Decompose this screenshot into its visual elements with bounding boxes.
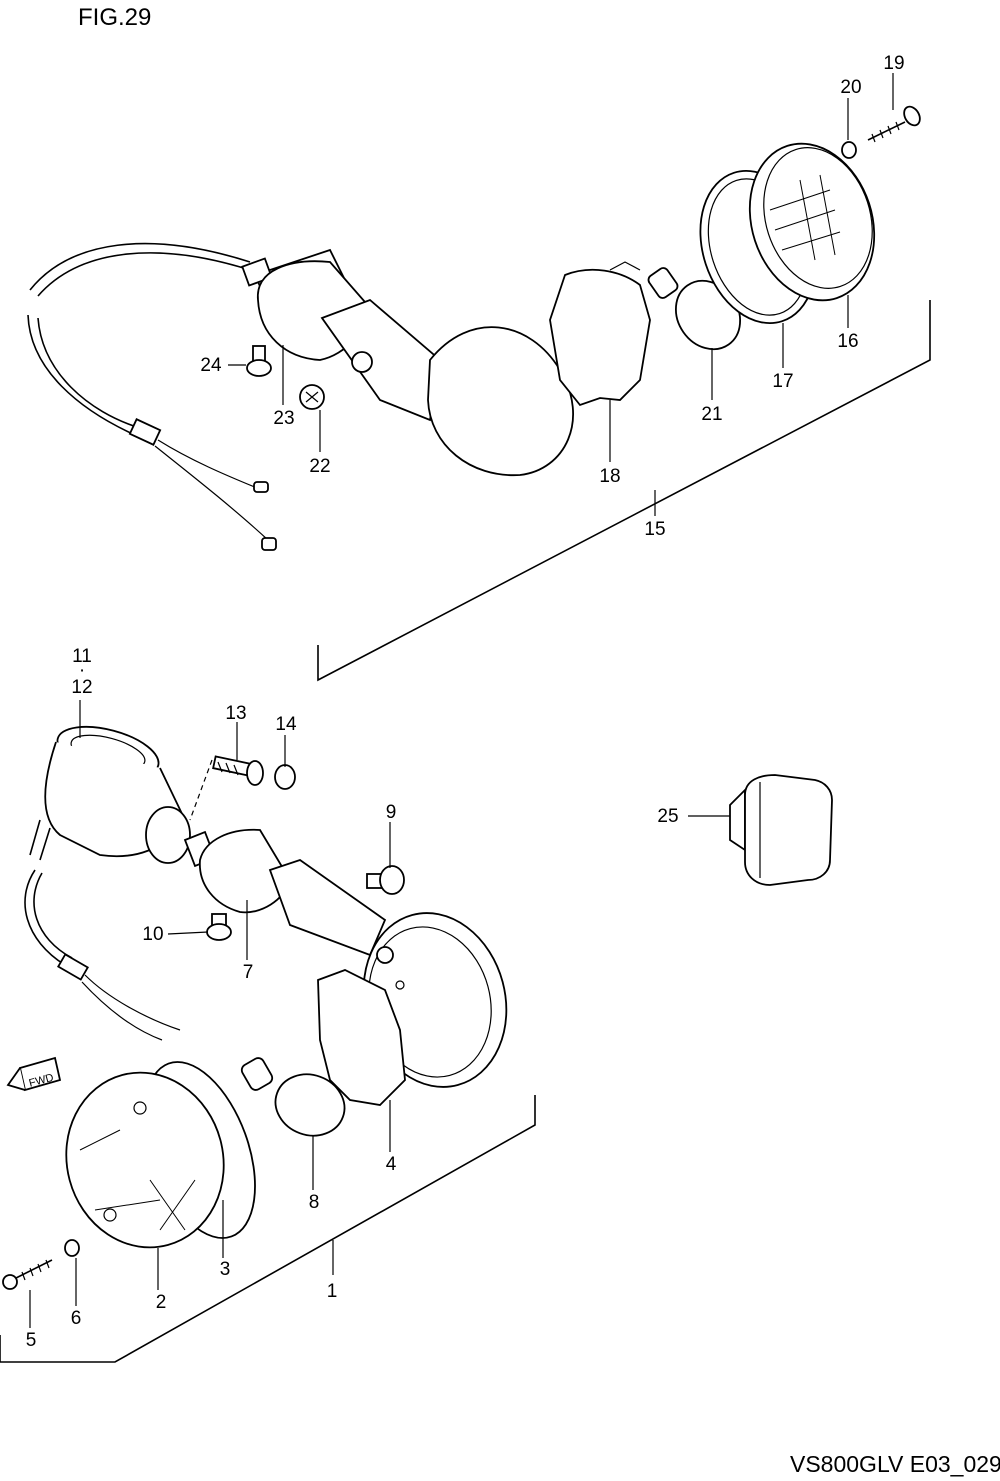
- callout-labels: 1 2 3 4 5 6 7 8 9 10 11 · 12 13 14 15 16…: [26, 53, 905, 1351]
- callout-24: 24: [200, 355, 222, 376]
- lower-turn-signal-assembly: FWD: [0, 725, 536, 1363]
- callout-17: 17: [772, 371, 793, 392]
- callout-6: 6: [71, 1308, 82, 1329]
- callout-11: 11: [72, 646, 92, 667]
- screw-22: [299, 384, 325, 410]
- upper-turn-signal-assembly: [27, 105, 931, 682]
- socket-plate-18: [549, 268, 651, 407]
- callout-22: 22: [309, 456, 330, 477]
- wire-lower-assembly: [24, 869, 66, 966]
- callout-12: 12: [71, 677, 92, 698]
- screw-19: [867, 105, 921, 143]
- callout-13: 13: [225, 703, 246, 724]
- callout-8: 8: [309, 1192, 320, 1213]
- callout-2: 2: [156, 1292, 167, 1313]
- callout-23: 23: [273, 408, 294, 429]
- callout-16: 16: [837, 331, 858, 352]
- stem-7: [183, 828, 387, 957]
- callout-11-12-separator: ·: [79, 660, 85, 681]
- group-bracket-15: [317, 300, 931, 682]
- clamp-11-12: [29, 725, 191, 864]
- callout-10: 10: [142, 924, 163, 945]
- relay-25: [729, 774, 833, 886]
- bolt-13: [212, 755, 264, 786]
- lens-16: [748, 142, 876, 302]
- callout-1: 1: [327, 1281, 338, 1302]
- callout-15: 15: [644, 519, 665, 540]
- wire-sleeve: [128, 418, 162, 446]
- wire-lower: [27, 314, 136, 436]
- socket-plate-4: [317, 969, 406, 1106]
- screw-24: [246, 345, 272, 377]
- nut-20: [841, 141, 857, 159]
- lamp-housing-upper: [427, 326, 574, 476]
- wire-upper: [29, 242, 251, 291]
- callout-5: 5: [26, 1330, 37, 1351]
- stem-body: [320, 298, 441, 422]
- screw-9: [366, 865, 405, 895]
- terminal-b: [261, 537, 277, 551]
- stem-screw-hole: [351, 351, 373, 373]
- group-bracket-1: [0, 1095, 536, 1363]
- washer-6: [64, 1239, 80, 1257]
- leader-lines: [29, 73, 894, 1328]
- clamp-boss: [145, 806, 191, 864]
- bulb-8: [240, 1057, 346, 1137]
- screw-5: [2, 1259, 53, 1290]
- drawing-code: VS800GLV E03_029: [790, 1451, 1000, 1477]
- callout-20: 20: [840, 77, 861, 98]
- callout-21: 21: [701, 404, 722, 425]
- callout-7: 7: [243, 962, 254, 983]
- fwd-direction-badge: FWD: [6, 1056, 62, 1092]
- terminal-a: [253, 481, 269, 493]
- callout-3: 3: [220, 1259, 231, 1280]
- nut-14: [274, 764, 296, 790]
- callout-14: 14: [275, 714, 297, 735]
- callout-25: 25: [657, 806, 678, 827]
- callout-4: 4: [386, 1154, 397, 1175]
- screw-10: [206, 913, 232, 941]
- callout-19: 19: [883, 53, 904, 74]
- callout-18: 18: [599, 466, 620, 487]
- figure-title: FIG.29: [78, 4, 151, 31]
- lens-2: [65, 1071, 225, 1249]
- callout-9: 9: [386, 802, 397, 823]
